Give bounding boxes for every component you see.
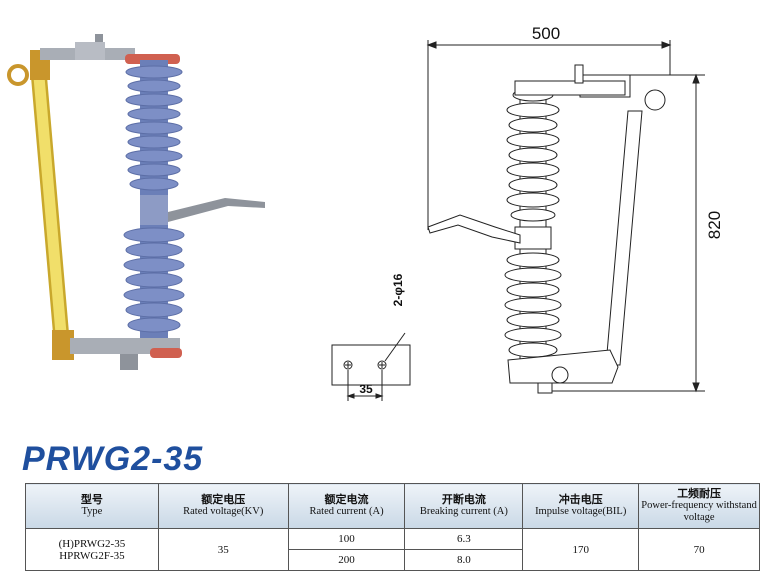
cell-impulse: 170 — [522, 528, 640, 571]
hole-dim-label: 2-φ16 — [391, 273, 405, 306]
top-contact-outline — [514, 64, 626, 96]
bottom-contact-outline — [507, 349, 619, 394]
width-dimension — [426, 40, 672, 230]
top-contact — [40, 34, 180, 64]
arm-outline — [427, 214, 521, 244]
insulator — [123, 60, 185, 350]
fuse-tube — [7, 50, 74, 360]
table-row: 200 8.0 — [26, 549, 760, 571]
dimension-drawing: 500 820 — [331, 24, 724, 401]
insulator-outline — [504, 84, 562, 376]
mounting-plate — [331, 332, 411, 401]
cell-rated-voltage: 35 — [157, 528, 289, 571]
cell-withstand: 70 — [638, 528, 760, 571]
mounting-arm — [168, 198, 265, 222]
cell-current: 100 — [287, 528, 406, 550]
cell-current: 200 — [287, 549, 406, 571]
width-dim-label: 500 — [532, 24, 560, 43]
product-photo — [7, 34, 265, 370]
cell-breaking: 6.3 — [404, 528, 524, 550]
fuse-tube-outline — [579, 74, 666, 366]
model-title: PRWG2-35 — [22, 440, 204, 478]
cell-breaking: 8.0 — [404, 549, 524, 571]
bottom-contact — [70, 338, 182, 370]
spacing-dim-label: 35 — [359, 382, 373, 396]
height-dim-label: 820 — [705, 211, 724, 239]
height-dimension — [550, 73, 705, 393]
